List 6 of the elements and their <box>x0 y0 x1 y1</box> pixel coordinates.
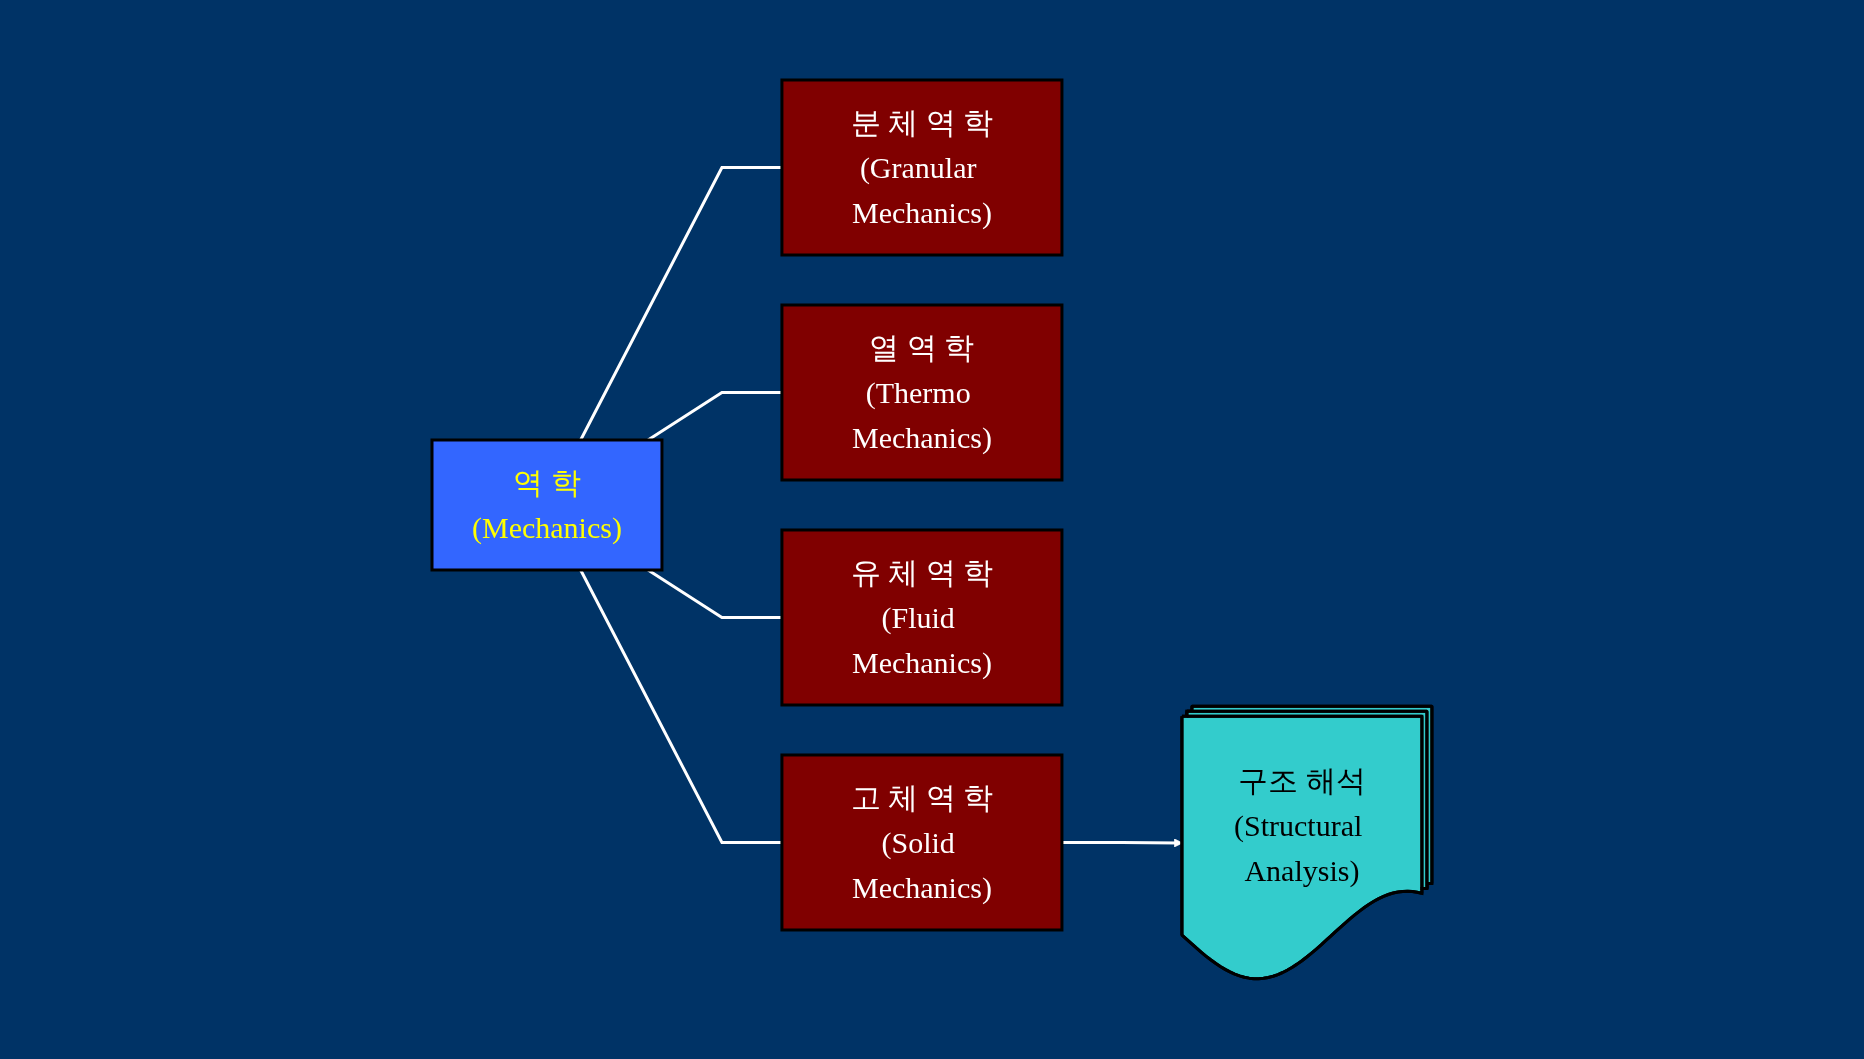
node-box: 고 체 역 학 (Solid Mechanics) <box>780 753 1064 932</box>
node-box: 역 학 (Mechanics) <box>430 438 664 572</box>
node-box: 열 역 학 (Thermo Mechanics) <box>780 303 1064 482</box>
node-box: 분 체 역 학 (Granular Mechanics) <box>780 78 1064 257</box>
node-box: 유 체 역 학 (Fluid Mechanics) <box>780 528 1064 707</box>
connector <box>579 166 782 441</box>
